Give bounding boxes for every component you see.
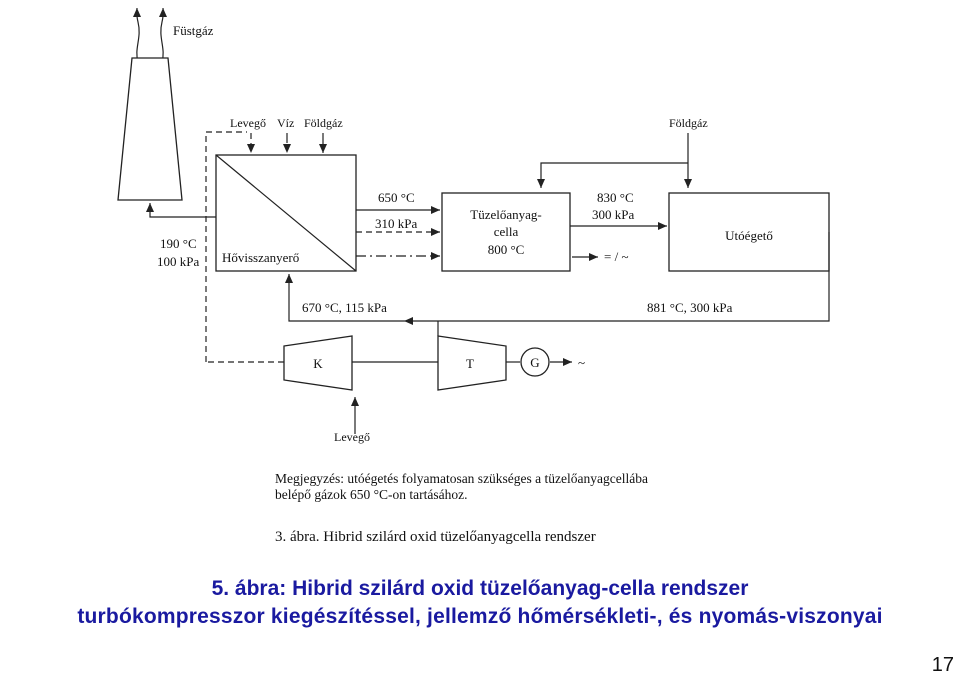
natural-gas-input-label: Földgáz [304, 116, 343, 130]
page-number: 17 [931, 654, 954, 676]
dc-ac-symbol: = / ~ [604, 249, 628, 264]
turbine-label: T [466, 356, 474, 371]
water-input-label: Víz [277, 116, 294, 130]
flue-gas-arrows [132, 7, 168, 63]
air-input-label: Levegő [230, 116, 266, 130]
caption-line-2: turbókompresszor kiegészítéssel, jellemz… [77, 605, 883, 628]
fuel-cell-label-1: Tüzelőanyag- [470, 207, 541, 222]
air-bypass-line [205, 131, 247, 362]
recuperator-to-chimney [146, 203, 216, 218]
cell-exit-pressure: 300 kPa [592, 207, 634, 222]
generator-label: G [530, 355, 539, 370]
fuel-cell-label-2: cella [494, 224, 519, 239]
caption-line-1: 5. ábra: Hibrid szilárd oxid tüzelőanyag… [211, 577, 749, 600]
return-up-to-recuperator [285, 274, 404, 322]
figure-caption: 3. ábra. Hibrid szilárd oxid tüzelőanyag… [275, 529, 596, 545]
afterburner-box [668, 192, 830, 272]
flue-gas-label: Füstgáz [173, 23, 214, 38]
air-inlet-label: Levegő [334, 430, 370, 444]
fuel-cell-temp: 800 °C [488, 242, 525, 257]
afterburner-return [623, 232, 830, 322]
bypass-to-cell-top [537, 162, 688, 188]
turbine-shape [437, 335, 507, 391]
compressor-shape [283, 335, 353, 391]
return-left-label: 670 °C, 115 kPa [302, 300, 387, 315]
stack-exit-temp: 190 °C [160, 236, 197, 251]
note-line-2: belépő gázok 650 °C-on tartásához. [275, 487, 467, 502]
generator-circle [520, 347, 550, 377]
ac-symbol: ~ [578, 355, 585, 370]
cell-inlet-pressure: 310 kPa [375, 216, 417, 231]
compressor-label: K [313, 356, 323, 371]
note-line-1: Megjegyzés: utóégetés folyamatosan szüks… [275, 471, 648, 486]
afterburner-label: Utóégető [725, 228, 773, 243]
cell-exit-temp: 830 °C [597, 190, 634, 205]
return-right-label: 881 °C, 300 kPa [647, 300, 733, 315]
stack-exit-pressure: 100 kPa [157, 254, 199, 269]
cell-inlet-temp: 650 °C [378, 190, 415, 205]
chimney [117, 57, 183, 201]
recuperator-diagonal [215, 154, 357, 272]
fuel-cell-box [441, 192, 571, 272]
afterburner-gas-label: Földgáz [669, 116, 708, 130]
recuperator-label: Hővisszanyerő [222, 250, 299, 265]
